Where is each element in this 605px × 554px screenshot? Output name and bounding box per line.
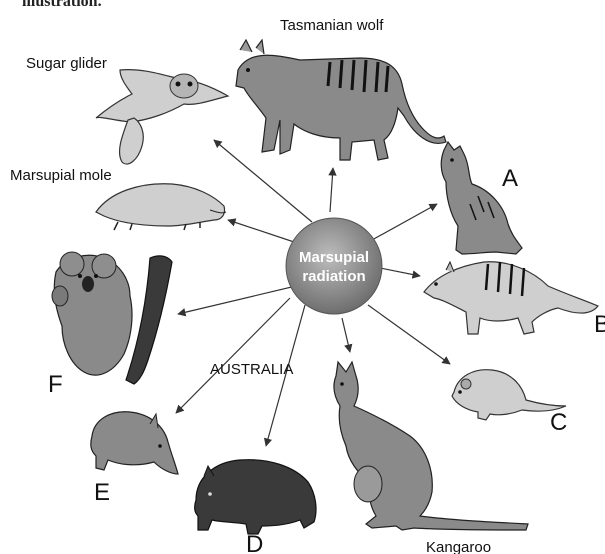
animal-b-illustration xyxy=(424,262,598,334)
tasmanian-wolf-illustration xyxy=(236,40,446,160)
animal-d-illustration xyxy=(195,460,316,534)
label-kangaroo: Kangaroo xyxy=(426,539,491,554)
arrow-marsupial-mole xyxy=(228,220,300,244)
label-sugar-glider: Sugar glider xyxy=(26,55,107,72)
header-fragment: illustration. xyxy=(22,0,102,10)
arrow-tasmanian-wolf xyxy=(330,168,333,212)
label-marsupial-mole: Marsupial mole xyxy=(10,167,112,184)
marsupial-mole-illustration xyxy=(96,184,226,230)
label-australia: AUSTRALIA xyxy=(210,361,293,378)
label-c: C xyxy=(550,409,567,436)
animal-e-illustration xyxy=(91,412,178,474)
label-f: F xyxy=(48,371,63,398)
label-tasmanian-wolf: Tasmanian wolf xyxy=(280,17,384,34)
arrow-f xyxy=(178,285,300,314)
center-circle xyxy=(286,218,382,314)
animal-a-illustration xyxy=(441,142,522,254)
center-label-line1: Marsupial xyxy=(299,249,369,266)
arrow-a xyxy=(372,204,437,240)
animal-c-illustration xyxy=(452,370,566,420)
arrow-c xyxy=(368,305,450,364)
label-a: A xyxy=(502,165,518,192)
label-b: B xyxy=(594,311,605,338)
arrow-kangaroo xyxy=(342,318,350,352)
label-e: E xyxy=(94,479,110,506)
arrow-e xyxy=(176,298,290,413)
center-node: Marsupial radiation xyxy=(286,218,382,314)
label-d: D xyxy=(246,531,263,554)
center-label-line2: radiation xyxy=(302,268,365,285)
animal-f-illustration xyxy=(52,252,172,384)
arrow-b xyxy=(380,268,420,276)
sugar-glider-illustration xyxy=(96,70,228,164)
